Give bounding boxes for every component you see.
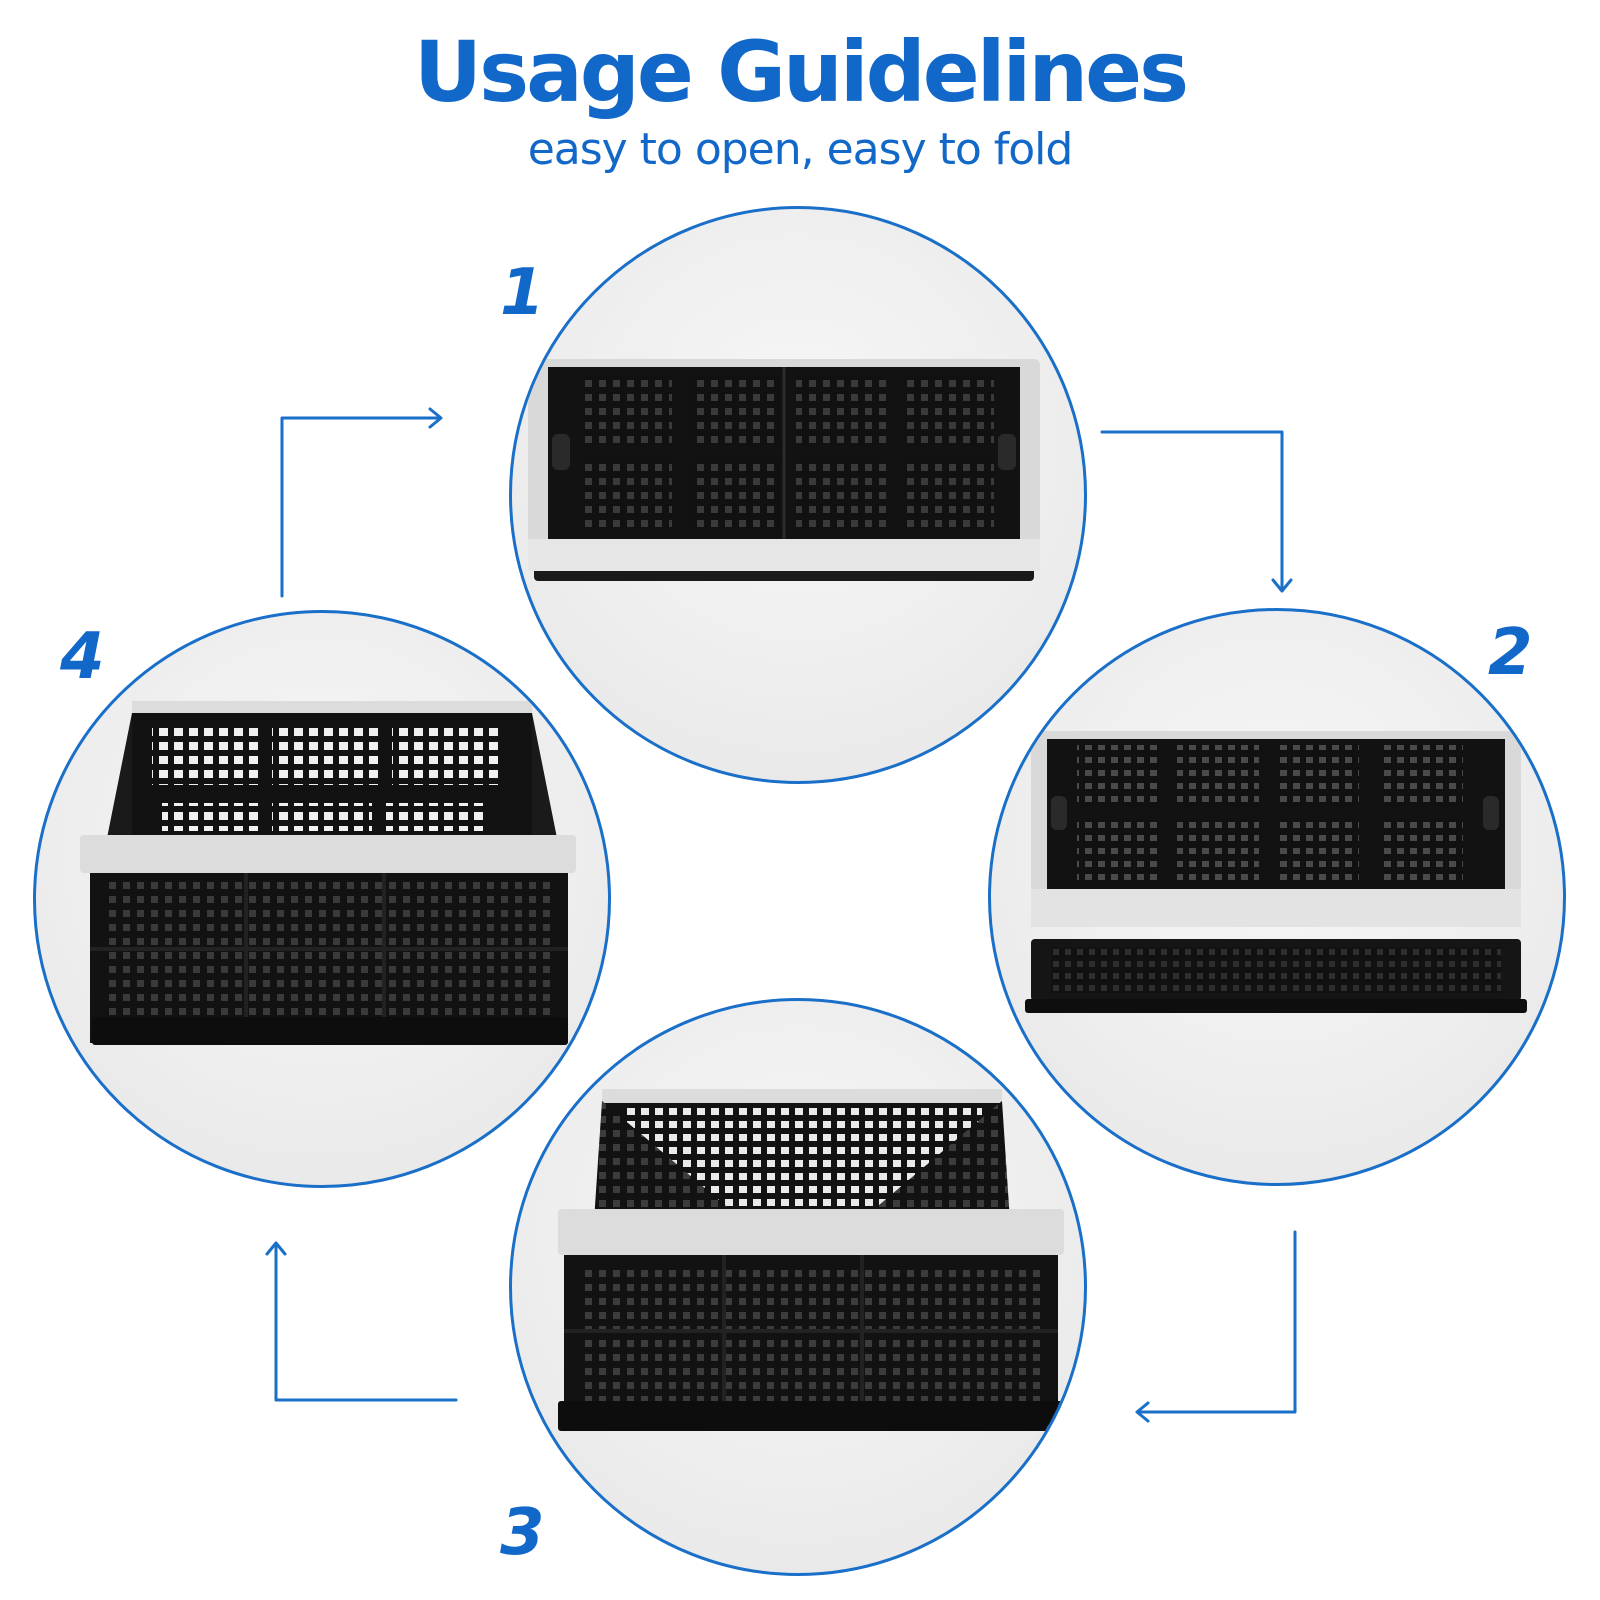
step-1-circle — [509, 206, 1087, 784]
lifting-crate-image — [1025, 731, 1527, 1013]
arrow-step1-to-step2 — [1100, 430, 1293, 593]
step-4-circle — [33, 610, 611, 1188]
step-number-1: 1 — [500, 256, 545, 330]
step-number-4: 4 — [60, 620, 105, 694]
step-number-3: 3 — [500, 1496, 545, 1570]
arrow-step3-to-step4 — [265, 1241, 458, 1402]
unfolding-crate-image — [558, 1089, 1064, 1431]
folded-crate-image — [528, 359, 1040, 581]
step-2-circle — [988, 608, 1566, 1186]
page-title: Usage Guidelines — [413, 23, 1189, 121]
arrow-step4-to-step1 — [280, 407, 443, 598]
open-crate-image — [80, 701, 576, 1045]
step-number-2: 2 — [1488, 616, 1533, 690]
step-3-circle — [509, 998, 1087, 1576]
arrow-step2-to-step3 — [1135, 1230, 1297, 1423]
page-subtitle: easy to open, easy to fold — [527, 124, 1074, 175]
